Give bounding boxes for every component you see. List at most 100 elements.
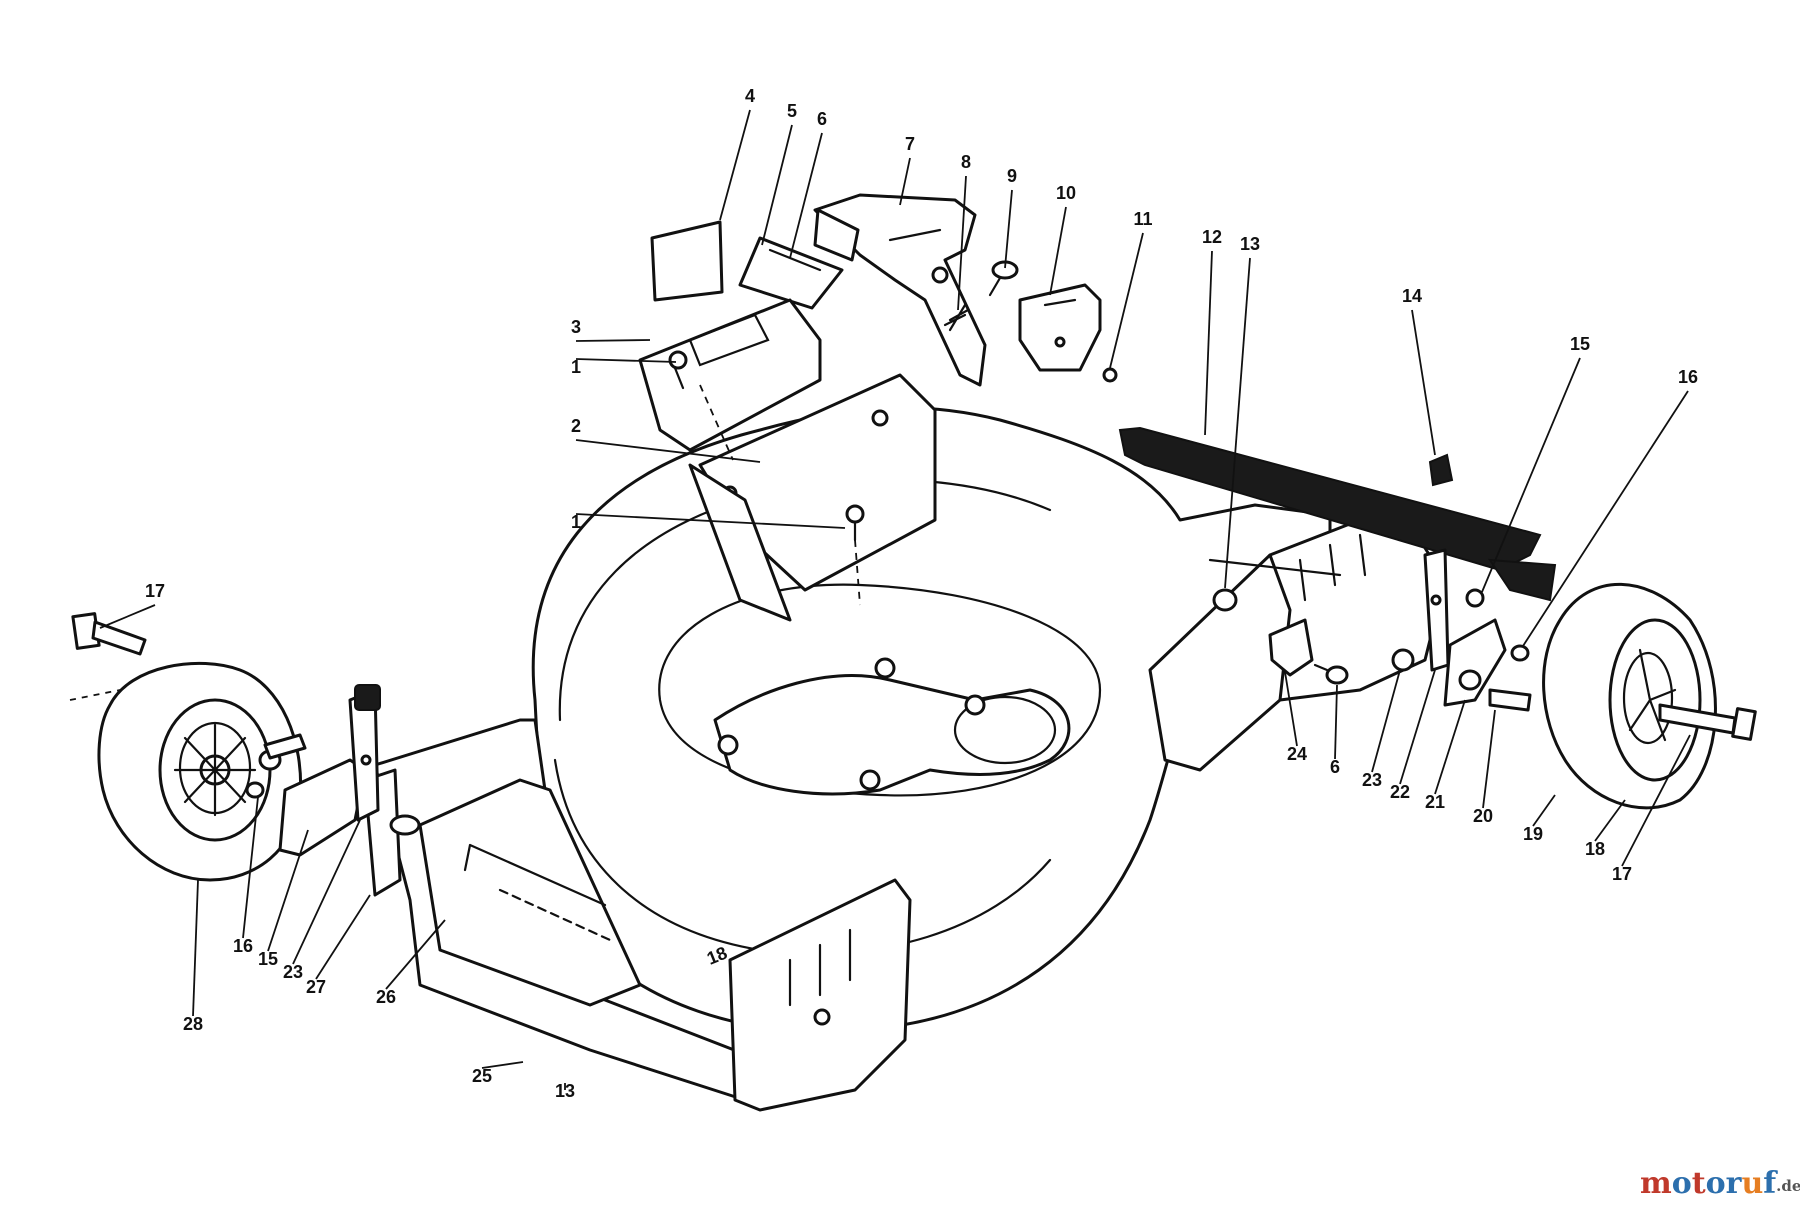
leader-line-18 (1594, 799, 1626, 842)
leader-line-15 (1481, 357, 1581, 593)
part-1-bolt-upper (668, 350, 688, 390)
leader-line-3 (575, 339, 651, 342)
leader-line-21 (1434, 699, 1466, 795)
left-wheel (69, 661, 303, 882)
leader-line-4 (719, 109, 751, 221)
callout-3: 3 (571, 317, 581, 337)
leader-line-16 (242, 796, 259, 939)
callout-10: 10 (1056, 183, 1076, 203)
leader-line-2 (575, 439, 761, 463)
rear-deflector (1118, 426, 1557, 602)
part-11-nut (1102, 367, 1118, 383)
callout-1: 1 (571, 357, 581, 377)
leader-line-23 (1371, 669, 1401, 773)
leader-line-27 (315, 894, 371, 980)
leader-line-8 (957, 175, 967, 311)
leader-line-26 (385, 919, 446, 990)
part-4-decal (650, 220, 724, 302)
callout-5: 5 (787, 101, 797, 121)
callout-21: 21 (1425, 792, 1445, 812)
callout-25: 25 (472, 1066, 492, 1086)
leader-line-17 (99, 604, 156, 629)
callout-8: 8 (961, 152, 971, 172)
callout-24: 24 (1287, 744, 1307, 764)
wm-suffix: .de (1776, 1177, 1800, 1195)
right-wheel (1542, 582, 1717, 810)
wm-t: t (1692, 1166, 1706, 1201)
callout-12: 12 (1202, 227, 1222, 247)
callout-23: 23 (283, 962, 303, 982)
part-8-spring (943, 303, 970, 332)
watermark: motoruf.de (1640, 1166, 1800, 1201)
front-bumper (373, 718, 762, 1102)
svg-text:motoruf.de: motoruf.de (1640, 1166, 1800, 1201)
leader-line-1 (575, 513, 846, 529)
part-3-cover-plate (638, 298, 822, 452)
part-1-bolt-lower (845, 504, 865, 542)
part-9-pin (988, 260, 1019, 297)
wm-f: f (1763, 1166, 1778, 1201)
callout-16: 16 (233, 936, 253, 956)
part-17-axle-bolt-right (1658, 703, 1757, 741)
leader-line-6 (1334, 684, 1338, 760)
part-14-clip (1428, 453, 1454, 487)
leader-line-11 (1109, 232, 1144, 369)
part-10-height-plate (1018, 283, 1102, 372)
part-6-bolt (1313, 663, 1349, 685)
leader-line-14 (1411, 309, 1436, 456)
part-5-bracket (738, 236, 844, 310)
left-axle-plate (263, 733, 367, 857)
leader-line-16 (1522, 390, 1689, 647)
part-17-axle-bolt-left (71, 612, 147, 656)
leader-line-1 (575, 358, 677, 363)
leader-line-20 (1482, 709, 1496, 809)
callout-6: 6 (817, 109, 827, 129)
leader-line-22 (1399, 669, 1436, 785)
callout-14: 14 (1402, 286, 1422, 306)
leader-line-5 (761, 124, 793, 246)
leader-line-17 (1621, 734, 1691, 867)
left-height-lever (348, 684, 381, 822)
part-7-handle-bracket (813, 193, 987, 387)
callout-18: 18 (1585, 839, 1605, 859)
part-2-panel (688, 373, 937, 622)
callout-22: 22 (1390, 782, 1410, 802)
callout-13: 13 (1240, 234, 1260, 254)
callout-6: 6 (1330, 757, 1340, 777)
wm-m: m (1640, 1166, 1672, 1201)
part-13-nut-right (1212, 588, 1238, 612)
leader-line-25 (481, 1061, 524, 1069)
leader-line-15 (267, 829, 309, 952)
callout-11: 11 (1133, 209, 1152, 229)
callout-17: 17 (1612, 864, 1632, 884)
callout-19: 19 (1523, 824, 1543, 844)
leader-line-6 (789, 132, 823, 259)
leader-line-7 (899, 157, 911, 206)
leader-line-10 (1049, 206, 1067, 296)
wm-r: r (1726, 1166, 1743, 1201)
leader-line-12 (1204, 250, 1213, 436)
callout-16: 16 (1678, 367, 1698, 387)
wm-u: u (1741, 1166, 1763, 1201)
wm-o1: o (1672, 1166, 1692, 1201)
callout-4: 4 (745, 86, 755, 106)
callout-28: 28 (183, 1014, 203, 1034)
callout-26: 26 (376, 987, 396, 1007)
part-20-bolt (1488, 688, 1532, 712)
callout-15: 15 (258, 949, 278, 969)
front-height-bracket (728, 878, 912, 1112)
callout-20: 20 (1473, 806, 1493, 826)
callout-17: 17 (145, 581, 165, 601)
leader-line-28 (192, 879, 199, 1017)
part-24-bracket (1268, 618, 1314, 677)
callout-1: 1 (571, 512, 581, 532)
callout-27: 27 (306, 977, 326, 997)
callout-23: 23 (1362, 770, 1382, 790)
callout-9: 9 (1007, 166, 1017, 186)
part-21-axle-plate (1443, 618, 1507, 707)
leader-line-9 (1004, 189, 1013, 269)
callout-2: 2 (571, 416, 581, 436)
